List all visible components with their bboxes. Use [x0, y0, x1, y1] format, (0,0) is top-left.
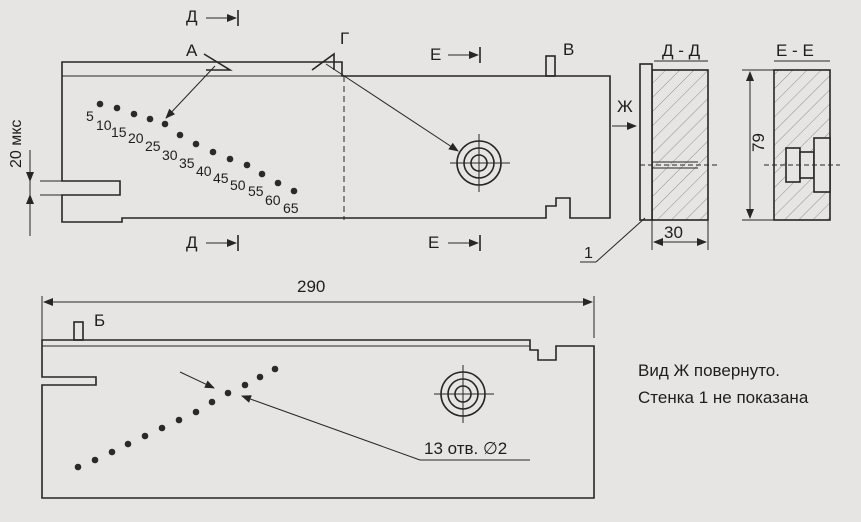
thickness-label: 20 мкс	[8, 120, 25, 168]
bottom-view: 290 Б 13 отв. ∅2	[41, 277, 595, 499]
svg-text:Д: Д	[186, 233, 198, 252]
hole-label-60: 60	[265, 192, 281, 208]
bottom-view-outline	[41, 339, 595, 499]
section-dd-hatched-body	[651, 69, 709, 221]
label-a: А	[186, 41, 198, 60]
view-zh-arrow: Ж	[612, 97, 637, 130]
holes-callout-leader	[241, 395, 421, 461]
holes-top	[96, 100, 298, 195]
section-e-bottom: Е	[428, 233, 481, 252]
note-line-2: Стенка 1 не показана	[638, 388, 809, 407]
hole-label-5: 5	[86, 108, 94, 124]
hole-label-35: 35	[179, 155, 195, 171]
arrow-a-to-holes	[165, 65, 216, 119]
top-view: 5 10 15 20 25 30 35 40 45 50 55 60 65 Д …	[8, 7, 637, 252]
wall-1	[639, 63, 653, 221]
wall-1-label: 1	[584, 245, 593, 262]
holes-callout-label: 13 отв. ∅2	[424, 439, 507, 458]
section-dd-title: Д - Д	[662, 41, 701, 60]
hole-number-labels: 5 10 15 20 25 30 35 40 45 50 55 60 65	[86, 108, 299, 216]
height-label: 79	[749, 133, 768, 152]
mark-g-wedge	[311, 52, 335, 71]
hole-label-65: 65	[283, 200, 299, 216]
sensor-symbol-top	[450, 134, 510, 192]
length-label: 290	[297, 277, 325, 296]
label-b: Б	[94, 311, 105, 330]
hole-label-40: 40	[196, 163, 212, 179]
width-label: 30	[664, 223, 683, 242]
pin-b	[73, 321, 84, 341]
svg-text:Е: Е	[430, 45, 441, 64]
svg-text:Ж: Ж	[617, 97, 633, 116]
hole-label-15: 15	[111, 124, 127, 140]
arrow-g-to-sensor	[325, 63, 459, 152]
svg-text:Е: Е	[428, 233, 439, 252]
top-view-outline	[61, 61, 611, 223]
arrow-to-hole	[179, 371, 215, 389]
label-v: В	[563, 40, 574, 59]
section-ee-title: Е - Е	[776, 41, 814, 60]
section-d-top: Д	[186, 7, 239, 26]
holes-bottom	[74, 365, 279, 471]
hole-label-30: 30	[162, 147, 178, 163]
pin-v	[545, 55, 556, 77]
section-dd-view: Д - Д 30 1	[580, 41, 718, 263]
wall-1-leader	[595, 217, 646, 263]
section-e-top: Е	[430, 45, 481, 64]
mark-a-wedge	[203, 53, 233, 71]
section-d-bottom: Д	[186, 233, 239, 252]
hole-label-25: 25	[145, 138, 161, 154]
section-ee-view: Е - Е 79	[742, 41, 840, 221]
thickness-dimension: 20 мкс	[8, 120, 34, 236]
hole-label-10: 10	[96, 117, 112, 133]
label-g: Г	[340, 29, 349, 48]
svg-text:Д: Д	[186, 7, 198, 26]
note-line-1: Вид Ж повернуто.	[638, 361, 780, 380]
hole-label-45: 45	[213, 170, 229, 186]
hole-label-50: 50	[230, 177, 246, 193]
hole-label-55: 55	[248, 183, 264, 199]
sensor-symbol-bottom	[434, 365, 494, 423]
hole-label-20: 20	[128, 130, 144, 146]
